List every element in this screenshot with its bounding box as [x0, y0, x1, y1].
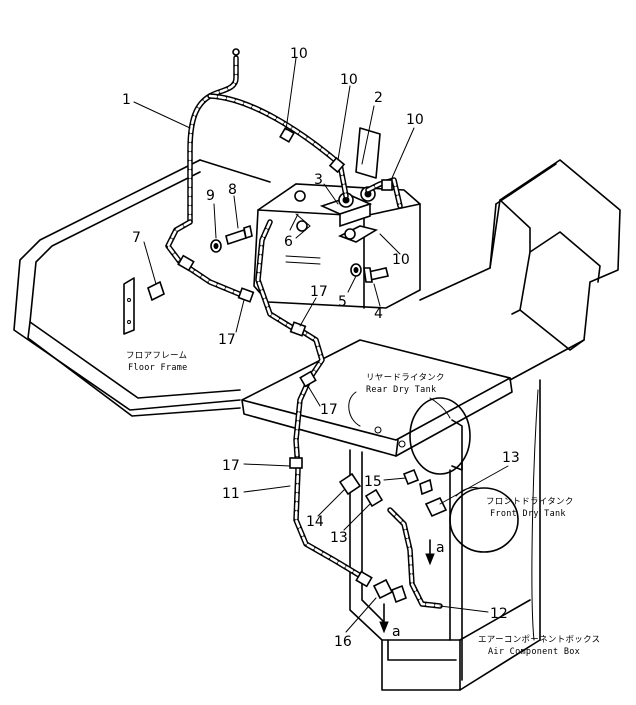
bracket-7: [123, 277, 165, 335]
floor-frame: [13, 159, 271, 417]
air-component-box: [349, 379, 541, 691]
fitting-13-right: [424, 496, 448, 518]
rear-tank-label-en: Rear Dry Tank: [366, 385, 436, 395]
hose-12: [387, 507, 443, 609]
callout-17-b: 17: [218, 332, 236, 348]
bracket-3: [319, 186, 376, 228]
callout-numbers: 1 2 3 4 5 6 7 8 9 10 10 10 10 11 12 13 1…: [122, 46, 520, 650]
support-plate: [241, 339, 513, 457]
callout-10-b: 10: [340, 72, 358, 88]
callout-a-lower: a: [392, 624, 401, 640]
callout-14: 14: [306, 514, 324, 530]
floor-frame-label-jp: フロアフレーム: [126, 351, 187, 361]
rear-dry-tank: [409, 397, 471, 475]
right-cab-frame: [419, 159, 621, 381]
callout-11: 11: [222, 486, 240, 502]
washer-5: [350, 263, 362, 277]
component-labels: フロアフレーム Floor Frame リヤードライタンク Rear Dry T…: [126, 351, 600, 657]
leader-lines: [133, 57, 539, 641]
callout-5: 5: [338, 294, 347, 310]
callout-17-c: 17: [320, 402, 338, 418]
hose-10-top: [207, 93, 349, 199]
nut-6: [294, 190, 308, 232]
callout-17-d: 17: [222, 458, 240, 474]
arrow-a-lower: [379, 603, 389, 634]
fittings: [177, 127, 393, 588]
callout-10-c: 10: [406, 112, 424, 128]
fitting-14: [338, 472, 362, 496]
washer-9: [210, 239, 222, 253]
callout-8: 8: [228, 182, 237, 198]
callout-10-d: 10: [392, 252, 410, 268]
bolt-8: [225, 224, 253, 246]
callout-17-a: 17: [310, 284, 328, 300]
air-box-label-en: Air Component Box: [488, 647, 580, 657]
fitting-16: [372, 578, 407, 604]
bolt-4: [363, 267, 389, 283]
fitting-15: [402, 468, 433, 496]
callout-15: 15: [364, 474, 382, 490]
air-box-label-jp: エアーコンポーネントボックス: [478, 635, 600, 645]
callout-7: 7: [132, 230, 141, 246]
clamp-10-lower: [338, 225, 379, 243]
front-dry-tank: [449, 487, 519, 553]
arrow-a-upper: [425, 539, 435, 566]
bolt-hole: [374, 426, 382, 434]
callout-1: 1: [122, 92, 131, 108]
callout-12: 12: [490, 606, 508, 622]
callout-16: 16: [334, 634, 352, 650]
front-tank-label-en: Front Dry Tank: [490, 509, 566, 519]
callout-3: 3: [314, 172, 323, 188]
hose-11: [293, 327, 367, 581]
callout-9: 9: [206, 188, 215, 204]
hose-to-bracket: [165, 219, 247, 299]
callout-4: 4: [374, 306, 383, 322]
fitting-13-left: [364, 488, 384, 508]
callout-6: 6: [284, 234, 293, 250]
bolt-hole: [398, 440, 406, 448]
callout-2: 2: [374, 90, 383, 106]
tag-plate-2: [355, 127, 381, 179]
rear-tank-label-jp: リヤードライタンク: [366, 373, 445, 383]
callout-13-right: 13: [502, 450, 520, 466]
callout-13-left: 13: [330, 530, 348, 546]
callout-a-upper: a: [436, 540, 445, 556]
hose-tank-left: [255, 219, 299, 333]
callout-10-a: 10: [290, 46, 308, 62]
floor-frame-label-en: Floor Frame: [128, 363, 188, 373]
front-tank-label-jp: フロントドライタンク: [486, 497, 574, 507]
